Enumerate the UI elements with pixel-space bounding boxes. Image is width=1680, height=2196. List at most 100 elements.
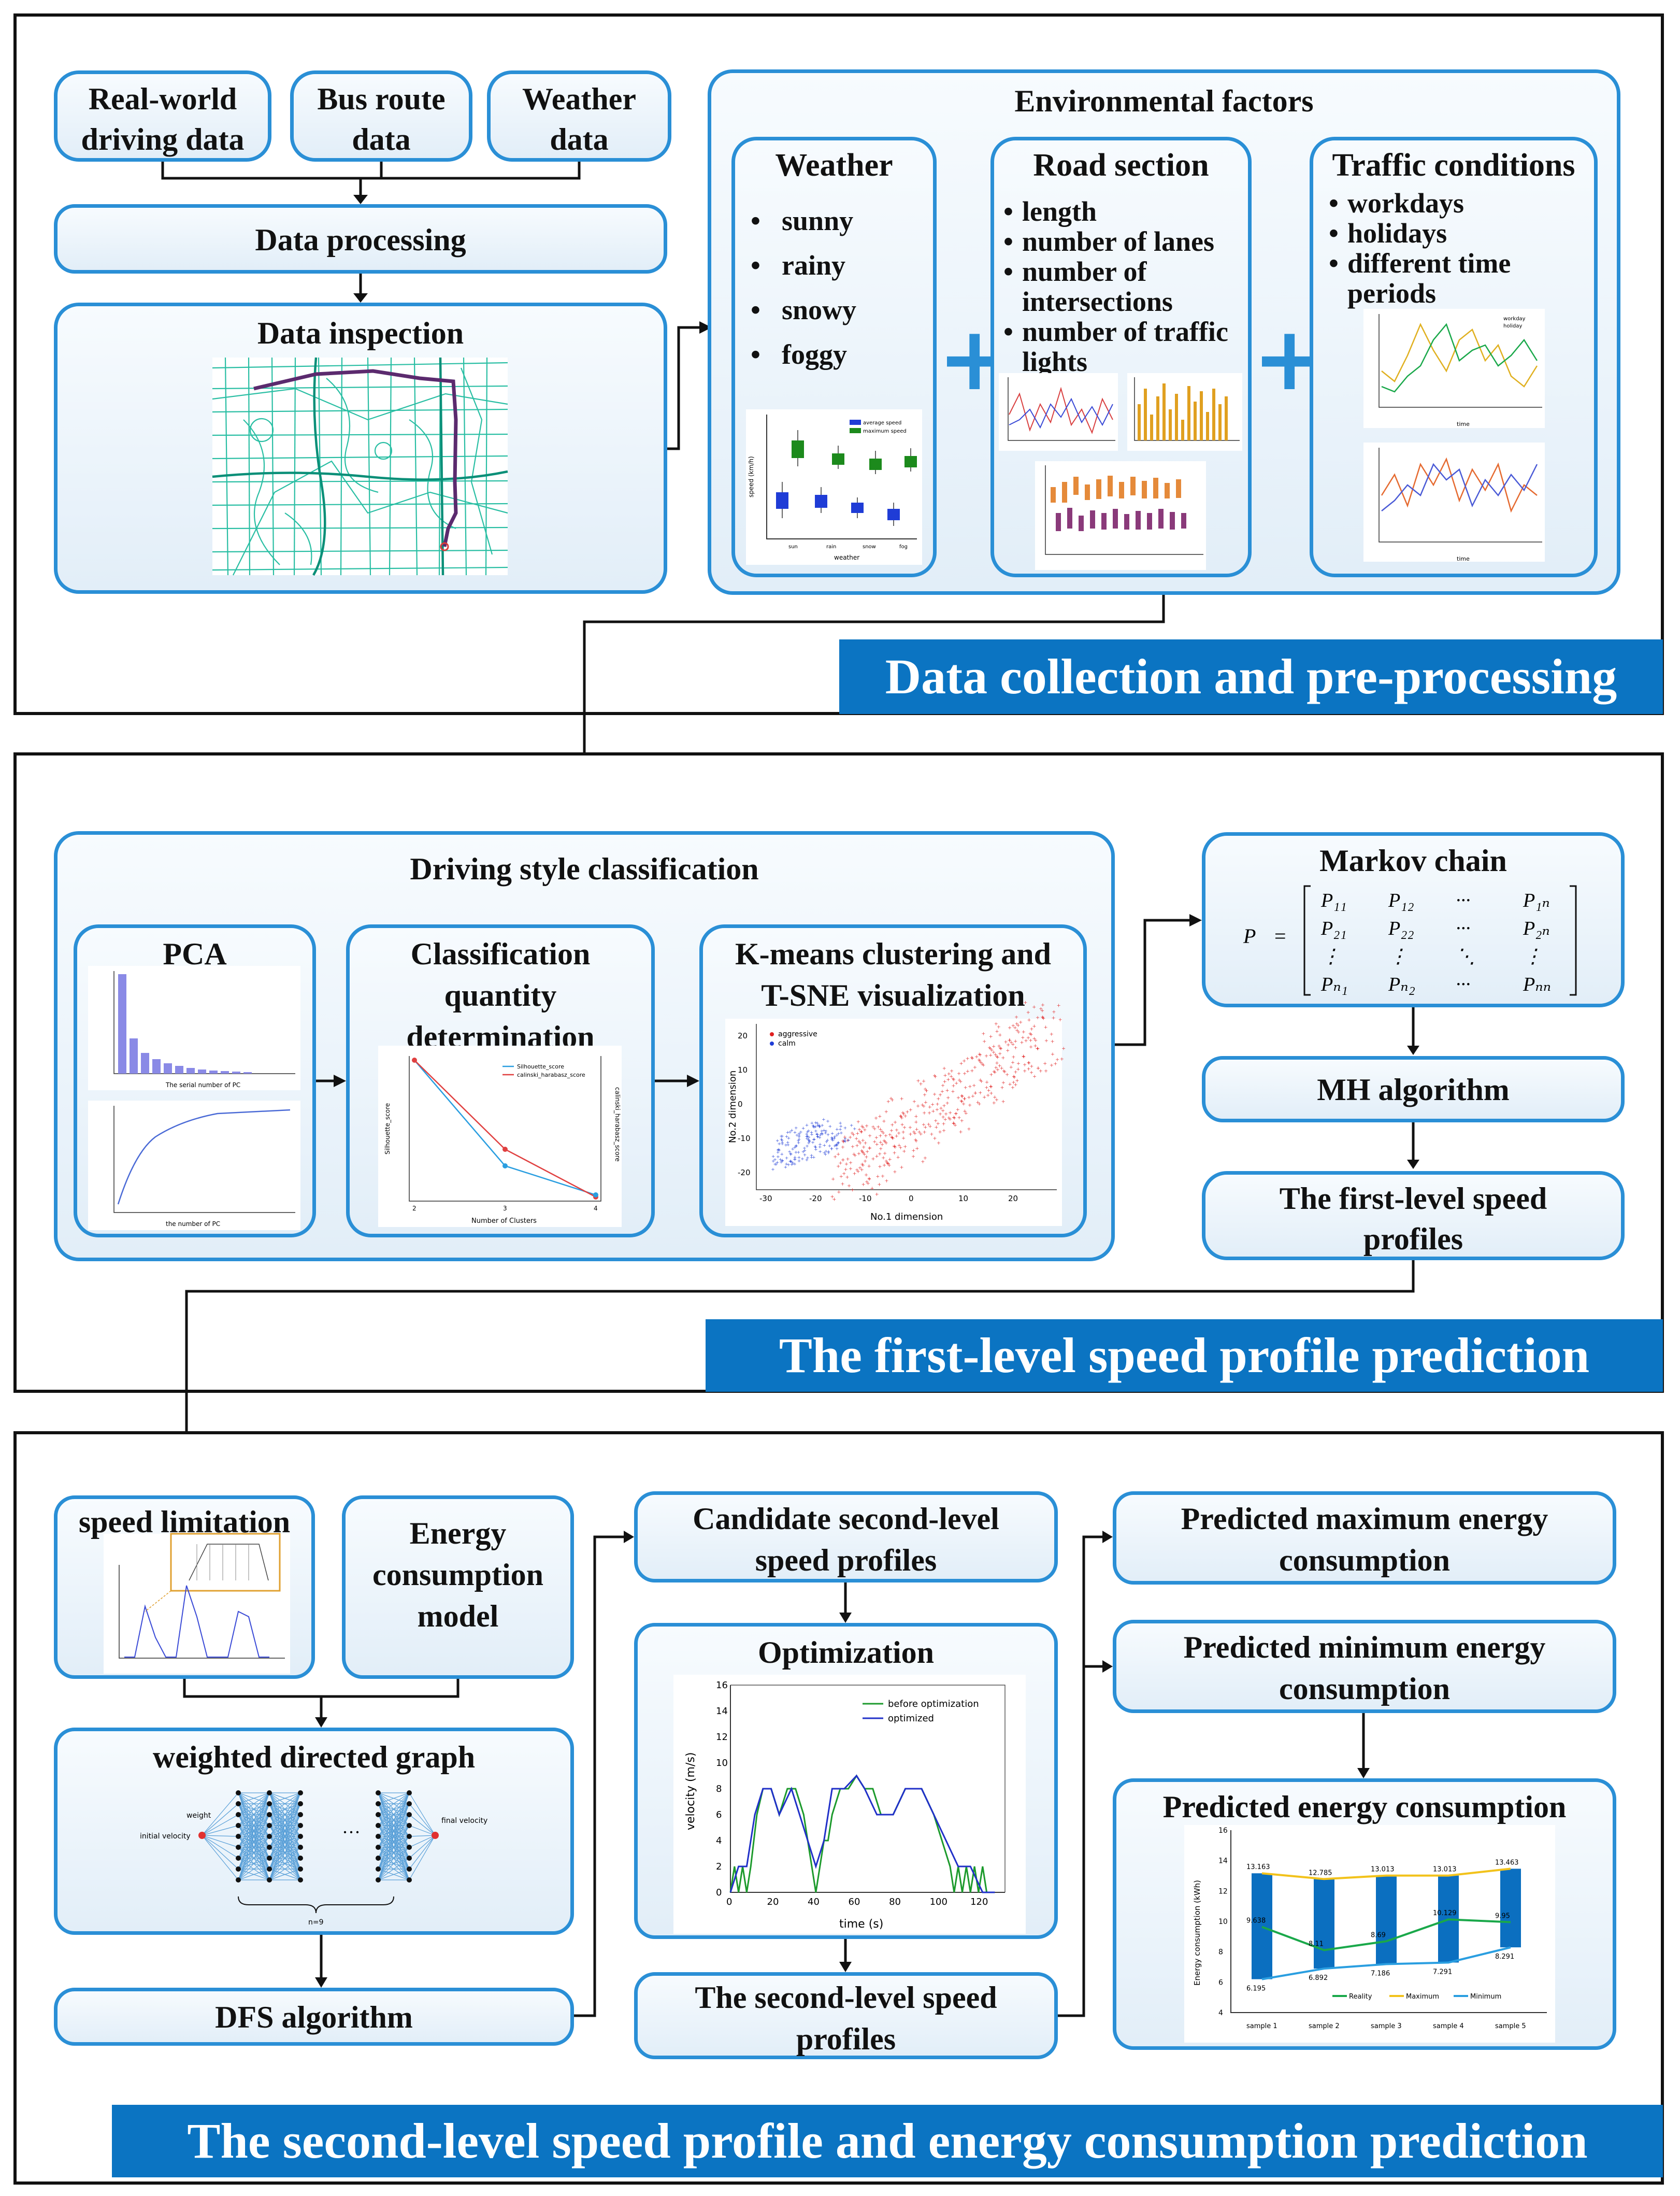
- energy-ytick: 16: [1218, 1827, 1228, 1835]
- wdg-diagram: ··· weight initial velocity final veloci…: [140, 1790, 487, 1927]
- aggressive-point: +: [901, 1134, 905, 1142]
- aggressive-point: +: [963, 1070, 966, 1077]
- aggressive-point: +: [854, 1134, 858, 1142]
- aggressive-point: +: [871, 1154, 875, 1162]
- aggressive-point: +: [844, 1160, 848, 1167]
- calm-point: +: [771, 1165, 775, 1173]
- aggressive-point: +: [1032, 1034, 1036, 1042]
- aggressive-point: +: [889, 1094, 893, 1102]
- first-level-line2: profiles: [1363, 1222, 1463, 1256]
- graph-edge: [409, 1835, 436, 1859]
- road-item-cont: intersections: [1022, 286, 1173, 317]
- graph-edge: [238, 1825, 270, 1880]
- aggressive-point: +: [1061, 1045, 1065, 1052]
- aggressive-point: +: [1026, 1034, 1030, 1042]
- aggressive-point: +: [961, 1100, 965, 1107]
- graph-edge: [378, 1792, 410, 1848]
- aggressive-point: +: [1060, 1055, 1064, 1063]
- aggressive-point: +: [942, 1102, 946, 1109]
- aggressive-point: +: [1033, 1042, 1037, 1050]
- aggressive-point: +: [846, 1136, 850, 1144]
- matrix-p: P: [1243, 924, 1256, 948]
- aggressive-point: +: [1022, 1028, 1025, 1036]
- aggressive-point: +: [895, 1126, 898, 1134]
- aggressive-point: +: [897, 1142, 901, 1149]
- aggressive-point: +: [956, 1106, 959, 1114]
- opt-xtick: 120: [970, 1896, 988, 1907]
- aggressive-point: +: [934, 1073, 937, 1080]
- aggressive-point: +: [938, 1128, 942, 1136]
- aggressive-point: +: [884, 1108, 888, 1116]
- calm-point: +: [824, 1129, 827, 1136]
- aggressive-point: +: [899, 1144, 902, 1151]
- aggressive-point: +: [1029, 1036, 1032, 1044]
- calm-point: +: [843, 1137, 847, 1145]
- calm-point: +: [779, 1156, 782, 1163]
- calm-point: +: [823, 1142, 826, 1149]
- matrix-cell: ⋮: [1388, 946, 1408, 967]
- traffic-xlabel-2: time: [1457, 555, 1470, 562]
- matrix-cell: ⋮: [1523, 946, 1543, 967]
- calm-point: +: [834, 1142, 838, 1149]
- energy-legend-reality: Reality: [1349, 1993, 1372, 2001]
- aggressive-point: +: [913, 1129, 916, 1137]
- calm-point: +: [818, 1123, 822, 1130]
- calm-point: +: [842, 1137, 846, 1144]
- aggressive-point: +: [891, 1096, 894, 1104]
- aggressive-point: +: [1011, 1021, 1015, 1029]
- calm-point: +: [823, 1149, 826, 1156]
- aggressive-point: +: [864, 1171, 868, 1179]
- ecm-line1: Energy: [409, 1516, 507, 1550]
- aggressive-point: +: [895, 1132, 898, 1140]
- aggressive-point: +: [983, 1093, 986, 1101]
- aggressive-point: +: [893, 1143, 896, 1150]
- calm-point: +: [833, 1133, 837, 1140]
- aggressive-point: +: [1040, 1007, 1044, 1015]
- aggressive-point: +: [968, 1082, 972, 1090]
- aggressive-point: +: [952, 1119, 955, 1127]
- calm-point: +: [797, 1149, 800, 1156]
- calm-point: +: [810, 1131, 814, 1138]
- graph-node: [236, 1823, 241, 1828]
- calm-point: +: [836, 1139, 840, 1147]
- aggressive-point: +: [883, 1137, 887, 1145]
- graph-edge: [202, 1792, 239, 1836]
- aggressive-point: +: [1044, 1067, 1047, 1075]
- aggressive-point: +: [1029, 1068, 1033, 1076]
- aggressive-point: +: [1012, 1073, 1016, 1081]
- calm-point: +: [813, 1143, 817, 1150]
- energy-category: sample 2: [1309, 2022, 1340, 2030]
- graph-node: [267, 1790, 272, 1795]
- ecm-line2: consumption: [372, 1558, 544, 1592]
- calm-point: +: [835, 1145, 839, 1152]
- traffic-item: different time: [1328, 248, 1511, 278]
- graph-edge: [378, 1792, 410, 1826]
- aggressive-point: +: [1014, 1013, 1018, 1021]
- aggressive-point: +: [879, 1138, 882, 1146]
- aggressive-point: +: [867, 1174, 871, 1182]
- aggressive-point: +: [856, 1130, 859, 1137]
- aggressive-point: +: [1000, 1064, 1003, 1072]
- aggressive-point: +: [868, 1175, 871, 1183]
- aggressive-point: +: [1014, 1044, 1017, 1051]
- weather-legend-max: maximum speed: [863, 429, 907, 434]
- wdg-n-label: n=9: [308, 1918, 324, 1927]
- calm-point: +: [828, 1123, 832, 1130]
- aggressive-point: +: [932, 1090, 936, 1098]
- mh-algorithm-label: MH algorithm: [1317, 1073, 1510, 1107]
- aggressive-point: +: [1015, 1077, 1019, 1085]
- pca-xlabel-bottom: the number of PC: [166, 1220, 220, 1228]
- energy-bar: [1500, 1869, 1521, 1948]
- graph-node: [407, 1866, 412, 1872]
- graph-edge: [269, 1792, 301, 1848]
- graph-node: [236, 1866, 241, 1872]
- calm-point: +: [814, 1119, 817, 1126]
- calm-point: +: [777, 1146, 780, 1153]
- calm-point: +: [812, 1136, 816, 1143]
- aggressive-point: +: [882, 1136, 886, 1144]
- driving-style-title: Driving style classification: [410, 852, 759, 886]
- aggressive-point: +: [849, 1159, 852, 1166]
- aggressive-point: +: [1027, 1016, 1031, 1023]
- aggressive-point: +: [972, 1081, 976, 1089]
- cqd-chart: Silhouette_score calinski_harabasz_score…: [378, 1046, 622, 1227]
